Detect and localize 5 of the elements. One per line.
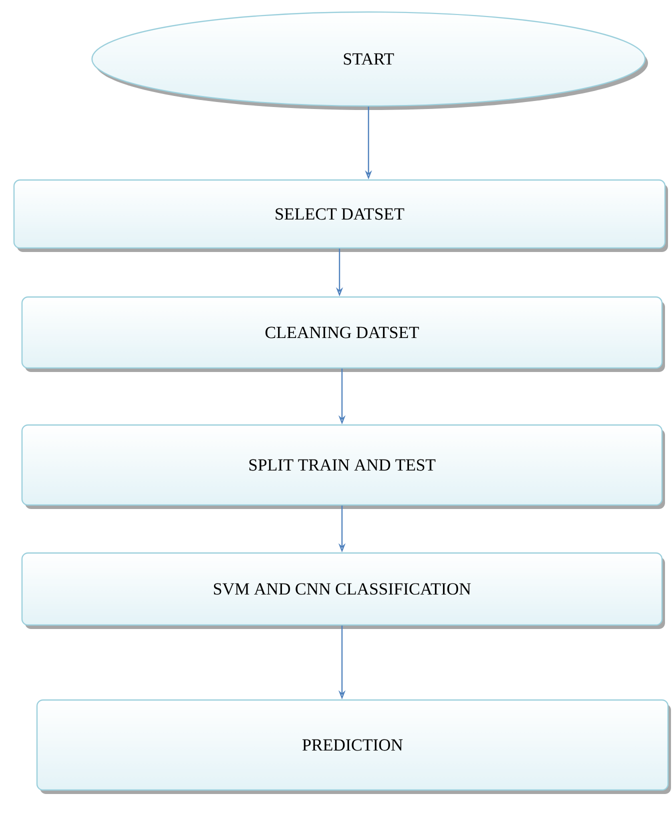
process-box: PREDICTION — [36, 699, 671, 794]
process-box: SPLIT TRAIN AND TEST — [21, 424, 665, 509]
process-box: CLEANING DATSET — [21, 296, 665, 372]
process-box: SVM AND CNN CLASSIFICATION — [21, 552, 665, 629]
process-box: SELECT DATSET — [13, 179, 668, 252]
